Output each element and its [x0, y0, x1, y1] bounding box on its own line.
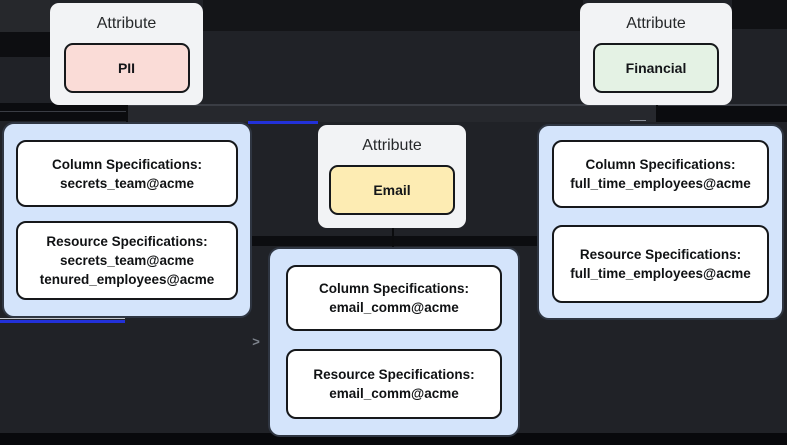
spec-line: Resource Specifications:	[313, 367, 475, 382]
spec-line: Column Specifications:	[51, 156, 203, 172]
edge-pii-to-specs	[126, 104, 128, 122]
spec-line: full_time_employees@acme	[570, 176, 751, 191]
edge-financial-to-specs	[656, 104, 658, 122]
background-band	[0, 104, 787, 106]
resource-specifications-box: Resource Specifications: email_comm@acme	[286, 349, 502, 419]
background-band	[128, 106, 658, 122]
spec-line: email_comm@acme	[329, 386, 459, 401]
attribute-node-title: Attribute	[362, 137, 422, 154]
attribute-badge-pii: PII	[63, 43, 190, 93]
column-specifications-box: Column Specifications: secrets_team@acme	[16, 140, 238, 208]
spec-line: Column Specifications:	[585, 157, 736, 172]
resource-specifications-box: Resource Specifications: full_time_emplo…	[552, 225, 769, 303]
edge-arrowhead-icon: >	[252, 334, 260, 349]
resource-specifications-box: Resource Specifications: secrets_team@ac…	[16, 221, 238, 300]
attribute-node-financial: Attribute Financial	[580, 3, 732, 105]
spec-line: Resource Specifications:	[46, 234, 208, 250]
attribute-badge-financial: Financial	[593, 43, 719, 93]
spec-line: secrets_team@acme	[59, 253, 194, 269]
edge-light-line	[0, 318, 125, 319]
attribute-node-pii: Attribute PII	[50, 3, 203, 105]
spec-line: secrets_team@acme	[59, 175, 194, 191]
attribute-node-email: Attribute Email	[318, 125, 466, 228]
spec-line: full_time_employees@acme	[570, 266, 751, 281]
background-band	[658, 106, 787, 122]
attribute-badge-email: Email	[329, 165, 455, 215]
background-band	[0, 103, 128, 121]
spec-line: email_comm@acme	[329, 300, 459, 315]
spec-container-financial: Column Specifications: full_time_employe…	[537, 124, 784, 320]
background-band	[0, 0, 50, 32]
column-specifications-box: Column Specifications: full_time_employe…	[552, 140, 769, 208]
background-band	[630, 120, 646, 121]
spec-line: tenured_employees@acme	[39, 272, 215, 288]
background-band	[0, 433, 787, 445]
attribute-node-title: Attribute	[96, 15, 157, 32]
column-specifications-box: Column Specifications: email_comm@acme	[286, 265, 502, 331]
spec-container-email: Column Specifications: email_comm@acme R…	[268, 247, 520, 437]
background-band	[732, 0, 787, 29]
edge-highlight-blue-top	[248, 121, 318, 124]
edge-highlight-blue-bottom	[0, 320, 125, 323]
spec-container-pii: Column Specifications: secrets_team@acme…	[2, 122, 252, 318]
edge-email-to-specs	[392, 228, 394, 247]
attribute-node-title: Attribute	[626, 15, 686, 32]
background-band	[0, 111, 128, 112]
spec-line: Column Specifications:	[318, 281, 470, 296]
background-band	[0, 32, 50, 57]
background-band	[203, 0, 583, 31]
background-band	[252, 236, 537, 246]
spec-line: Resource Specifications:	[579, 247, 742, 262]
